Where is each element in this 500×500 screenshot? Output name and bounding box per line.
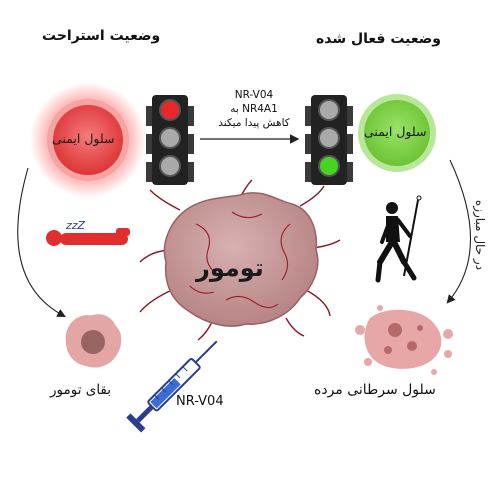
tumor-label: تومور [196, 254, 264, 282]
light-off [318, 127, 340, 149]
arrow-caption: NR-V04 NR4A1 به کاهش پیدا میکند [196, 88, 312, 130]
traffic-light-green [305, 95, 353, 185]
walking-person-icon [375, 195, 422, 283]
tumor-survival-label: بقای تومور [50, 382, 112, 398]
resting-immune-cell [30, 82, 146, 198]
activated-state-title: وضعیت فعال شده [316, 31, 442, 47]
dead-cancer-cell-label: سلول سرطانی مرده [314, 382, 436, 398]
surviving-tumor-cell [65, 314, 122, 368]
light-red-on [159, 99, 181, 121]
right-curved-arrow [446, 159, 471, 304]
drug-label: NR-V04 [176, 394, 224, 409]
active-cell-label: سلول ایمنی [364, 124, 427, 139]
arrow-caption-line3: کاهش پیدا میکند [218, 117, 290, 129]
syringe-icon [126, 340, 218, 433]
light-off [159, 127, 181, 149]
sleeping-person-icon: zzZ [46, 219, 130, 246]
dead-cancer-cell [355, 305, 453, 375]
arrow-caption-line1: NR-V04 [234, 89, 274, 101]
arrow-caption-line2: NR4A1 به [230, 103, 278, 115]
tumor-mass [139, 179, 341, 341]
left-curved-arrow [17, 167, 66, 318]
light-off [159, 155, 181, 177]
active-immune-cell [358, 94, 436, 172]
light-green-on [318, 155, 340, 177]
light-off [318, 99, 340, 121]
resting-cell-label: سلول ایمنی [52, 131, 115, 146]
fighting-label: در حال مبارزه [473, 199, 487, 271]
zzz-text: zzZ [65, 219, 86, 232]
rest-state-title: وضعیت استراحت [42, 28, 161, 44]
traffic-light-red [146, 95, 194, 185]
